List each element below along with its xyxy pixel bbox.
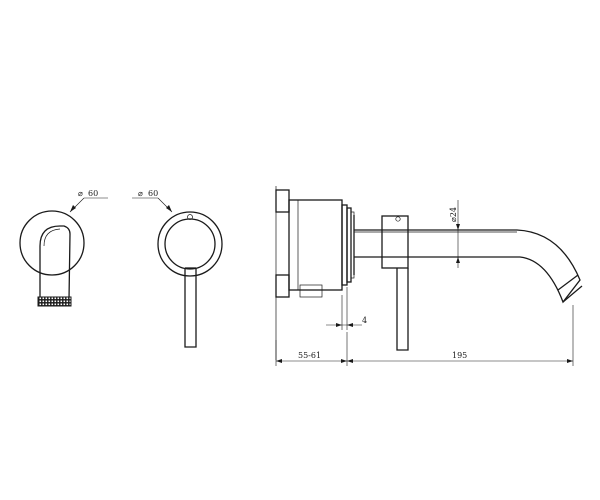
mixer-indicator: [187, 214, 193, 220]
pipe-diameter-value: 24: [449, 207, 458, 217]
pipe-diameter-arrow-bottom: [456, 257, 460, 263]
spout-body: [39, 225, 71, 301]
mixer-collar-screw: [395, 216, 401, 222]
depth-arrow-right: [341, 359, 347, 363]
spout-wall-plate: [19, 210, 85, 276]
pipe-diameter-label: ⌀24: [449, 207, 458, 222]
valve-outlet: [299, 284, 323, 298]
spout-tip-end: [562, 285, 583, 303]
offset-label: 4: [362, 316, 367, 325]
valve-body: [288, 199, 343, 291]
bracket-bottom: [275, 274, 290, 298]
spout-inner-edge: [43, 228, 61, 247]
thread-ring-2: [346, 207, 352, 283]
mixer-collar: [381, 215, 409, 269]
front-view-spout: ⌀ 60: [19, 189, 108, 307]
spout-diameter-arrow: [70, 205, 76, 212]
wall-depth-label: 55-61: [298, 351, 321, 360]
spout-diameter-symbol: ⌀: [78, 189, 83, 198]
mixer-diameter-label: 60: [148, 189, 158, 198]
reach-arrow-left: [347, 359, 353, 363]
spout-aerator: [37, 296, 72, 307]
offset-arrow-right: [347, 323, 353, 327]
side-handle: [396, 268, 409, 351]
bracket-top: [275, 189, 290, 213]
spout-pipe: [354, 229, 581, 304]
front-view-mixer: ⌀ 60: [132, 189, 223, 348]
mixer-handle: [184, 268, 197, 348]
spout-tip-ring: [557, 274, 579, 291]
mixer-diameter-symbol: ⌀: [138, 189, 143, 198]
reach-arrow-right: [567, 359, 573, 363]
spout-diameter-label: 60: [88, 189, 98, 198]
pipe-diameter-symbol: ⌀: [449, 217, 458, 222]
mixer-diameter-arrow: [166, 205, 172, 212]
thread-ring-1: [341, 204, 348, 286]
mixer-inner-ring: [164, 218, 216, 270]
offset-arrow-left: [336, 323, 342, 327]
depth-arrow-left: [276, 359, 282, 363]
spout-reach-label: 195: [452, 351, 467, 360]
pipe-diameter-arrow-top: [456, 224, 460, 230]
side-view: ⌀24 4 55-61 195: [275, 186, 583, 366]
mixer-wall-plate: [157, 211, 223, 277]
